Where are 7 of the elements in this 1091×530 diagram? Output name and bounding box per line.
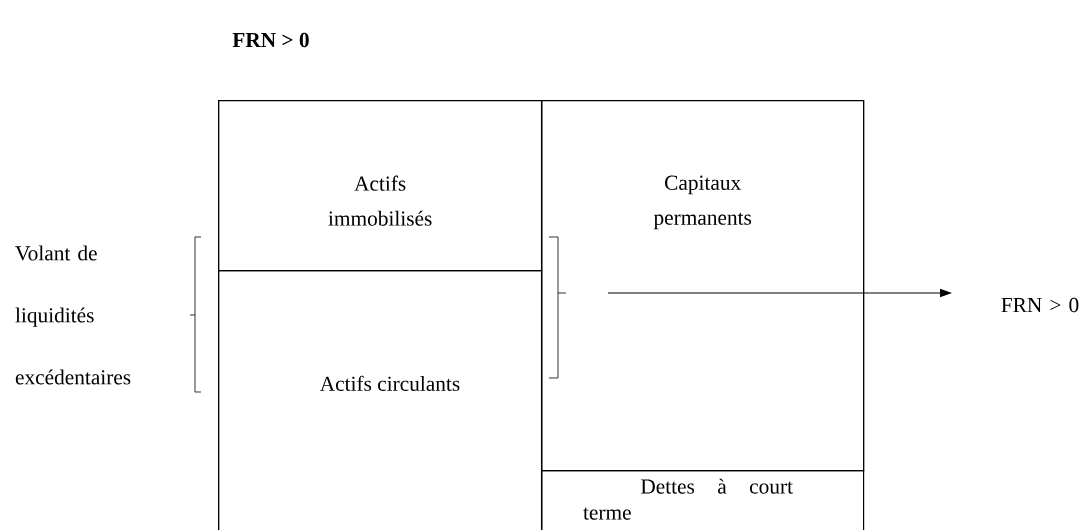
table-cell: Dettes à court terme	[541, 470, 865, 530]
title: FRN > 0	[232, 32, 309, 48]
text-label: FRN > 0	[1001, 297, 1079, 313]
text-label: Volant de liquidités excédentaires	[15, 245, 131, 385]
table-cell: Actifs immobilisés	[218, 100, 543, 272]
table-cell: Actifs circulants	[218, 270, 543, 530]
table-cell: Capitaux permanents	[541, 100, 865, 472]
